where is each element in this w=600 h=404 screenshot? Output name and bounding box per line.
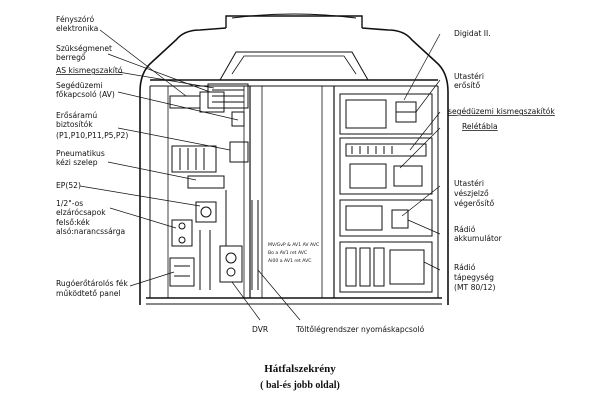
label-line: (P1,P10,P11,P5,P2) bbox=[56, 131, 128, 140]
label-line: Segédüzemi bbox=[56, 81, 103, 90]
left-label-power-fuses: Erősáramú biztosítók (P1,P10,P11,P5,P2) bbox=[56, 111, 128, 140]
label-line: felső:kék bbox=[56, 218, 90, 227]
label-line: Utastéri bbox=[454, 72, 484, 81]
label-line: Pneumatikus bbox=[56, 149, 105, 158]
label-line: erősítő bbox=[454, 81, 480, 90]
left-bay-components bbox=[169, 83, 259, 290]
right-bay-components bbox=[339, 93, 433, 293]
label-line: Töltőlégrendszer nyomáskapcsoló bbox=[295, 325, 425, 334]
label-line: Relétábla bbox=[462, 122, 498, 131]
label-line: tápegység bbox=[454, 273, 494, 282]
label-line: AS kismegszakító bbox=[56, 66, 123, 75]
cabinet-outline bbox=[139, 13, 449, 305]
right-label-passenger-amplifier: Utastéri erősítő bbox=[454, 72, 484, 90]
label-line: Rugóerőtárolós fék bbox=[56, 279, 128, 288]
bottom-label-dvr: DVR bbox=[252, 325, 269, 334]
left-label-auxiliary-main-switch: Segédüzemi főkapcsoló (AV) bbox=[56, 81, 115, 99]
left-label-emergency-buzzer: Szükségmenet berregő bbox=[56, 44, 112, 62]
left-label-spring-brake-panel: Rugóerőtárolós fék működtető panel bbox=[56, 279, 128, 298]
label-line: berregő bbox=[56, 53, 86, 62]
right-label-alarm-power-amplifier: Utastéri vészjelző végerősítő bbox=[454, 179, 494, 208]
right-label-relay-board: Relétábla bbox=[462, 122, 498, 131]
caption-subtitle: ( bal-és jobb oldal) bbox=[260, 380, 340, 391]
bottom-label-pressure-switch: Töltőlégrendszer nyomáskapcsoló bbox=[295, 325, 425, 334]
left-label-as-breaker: AS kismegszakító bbox=[56, 66, 123, 75]
label-line: végerősítő bbox=[454, 199, 494, 208]
left-label-shutoff-cocks: 1/2"-os elzárócsapok felső:kék alsó:nara… bbox=[56, 199, 125, 236]
right-label-digidat: Digidat II. bbox=[454, 29, 491, 38]
inner-note: Bo a AV1 ret AVC bbox=[268, 250, 307, 256]
label-line: segédüzemi kismegszakítók bbox=[448, 107, 555, 116]
label-line: Szükségmenet bbox=[56, 44, 112, 53]
label-line: (MT 80/12) bbox=[454, 283, 495, 292]
label-line: vészjelző bbox=[454, 189, 489, 198]
label-line: alsó:narancssárga bbox=[56, 227, 125, 236]
label-line: elektronika bbox=[56, 24, 98, 33]
label-line: Digidat II. bbox=[454, 29, 491, 38]
label-line: Fényszóró bbox=[56, 15, 94, 24]
left-label-ep52: EP(52) bbox=[56, 181, 81, 190]
right-label-radio-power-supply: Rádió tápegység (MT 80/12) bbox=[454, 263, 495, 292]
label-line: DVR bbox=[252, 325, 269, 334]
label-line: Rádió bbox=[454, 225, 476, 234]
right-label-radio-battery: Rádió akkumulátor bbox=[454, 225, 503, 243]
label-line: Erősáramú bbox=[56, 111, 97, 120]
caption: Hátfalszekrény ( bal-és jobb oldal) bbox=[260, 363, 340, 391]
label-line: elzárócsapok bbox=[56, 208, 106, 217]
left-label-pneumatic-valve: Pneumatikus kézi szelep bbox=[56, 149, 105, 167]
left-label-headlight-electronics: Fényszóró elektronika bbox=[56, 15, 98, 33]
label-line: EP(52) bbox=[56, 181, 81, 190]
label-line: kézi szelep bbox=[56, 158, 98, 167]
label-line: működtető panel bbox=[56, 289, 121, 298]
label-line: 1/2"-os bbox=[56, 199, 83, 208]
inner-notes: MV/GvP & AV1 AV AVC Bo a AV1 ret AVC Ai0… bbox=[268, 242, 319, 264]
label-line: biztosítók bbox=[56, 120, 93, 129]
caption-title: Hátfalszekrény bbox=[264, 363, 336, 375]
label-line: főkapcsoló (AV) bbox=[56, 90, 115, 99]
right-label-auxiliary-breakers: segédüzemi kismegszakítók bbox=[448, 107, 555, 116]
label-line: Rádió bbox=[454, 263, 476, 272]
leader-lines bbox=[79, 29, 441, 321]
label-line: akkumulátor bbox=[454, 234, 503, 243]
inner-note: Ai00 a AV1 ret AVC bbox=[268, 258, 311, 264]
label-line: Utastéri bbox=[454, 179, 484, 188]
inner-note: MV/GvP & AV1 AV AVC bbox=[268, 242, 319, 248]
